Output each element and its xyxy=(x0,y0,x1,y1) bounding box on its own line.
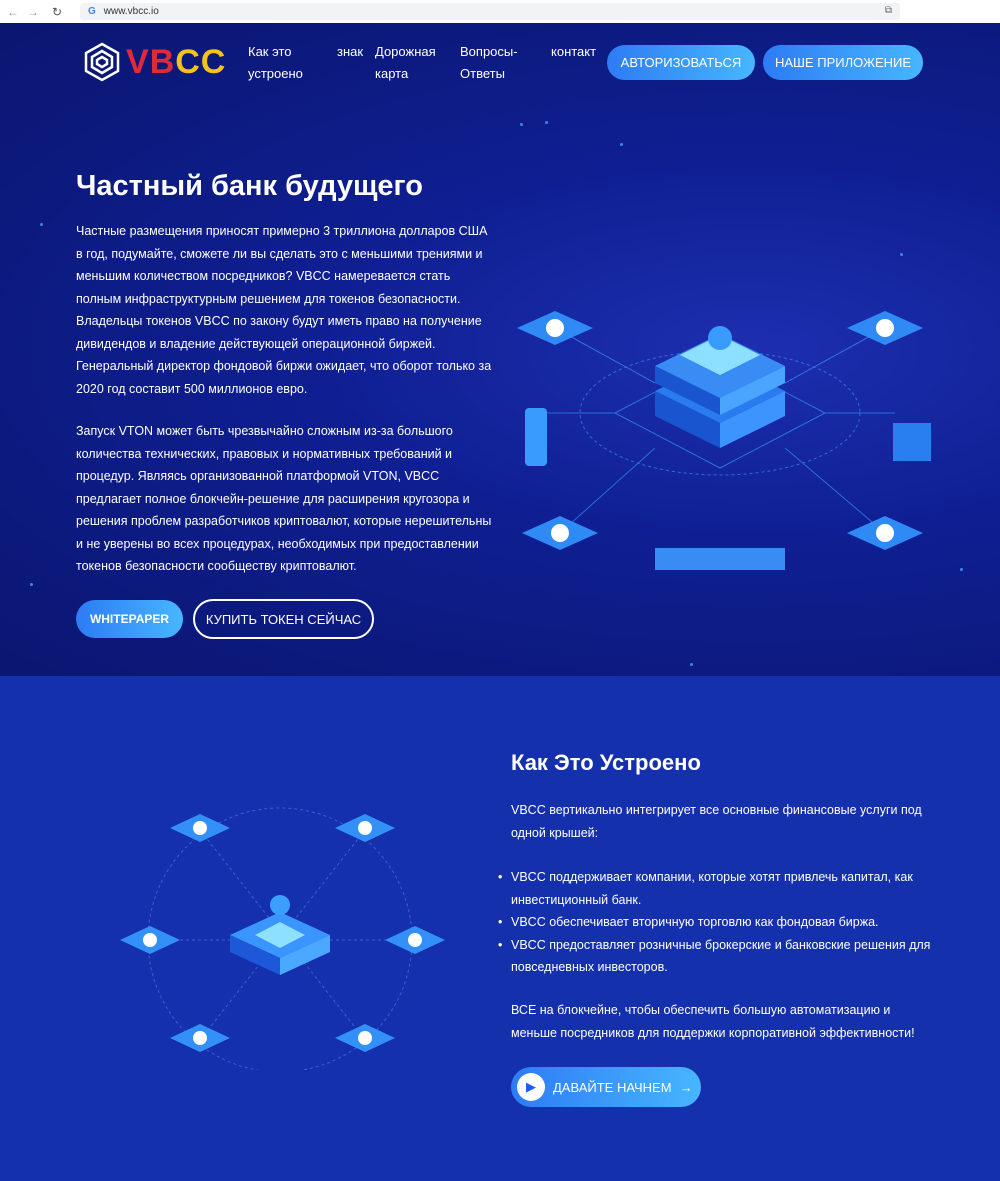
logo-letter-v: V xyxy=(126,42,150,81)
blockchain-server-illustration xyxy=(517,311,931,570)
bitcoin-tile-icon xyxy=(120,926,180,954)
how-it-works-title: Как Это Устроено xyxy=(511,750,701,775)
hero-paragraph-1: Частные размещения приносят примерно 3 т… xyxy=(76,224,492,396)
network-diagram-illustration xyxy=(120,807,445,1070)
nav-label: Как это xyxy=(248,44,292,59)
login-button[interactable]: АВТОРИЗОВАТЬСЯ xyxy=(607,45,755,80)
hero-paragraph-2: Запуск VTON может быть чрезвычайно сложн… xyxy=(76,424,492,573)
translate-icon[interactable]: ⧉ xyxy=(884,5,892,16)
bullet-item: VBCC предоставляет розничные брокерские … xyxy=(498,934,931,979)
nav-label: знак xyxy=(337,44,364,59)
dash-tile-icon xyxy=(335,814,395,842)
hero-title: Частный банк будущего xyxy=(76,170,423,202)
how-outro: ВСЕ на блокчейне, чтобы обеспечить больш… xyxy=(511,1003,915,1040)
drop-tile-icon xyxy=(335,1024,395,1052)
ethereum-tile-icon xyxy=(847,516,923,550)
logo-hexagon-icon xyxy=(84,42,120,82)
nav-label: карта xyxy=(375,66,409,81)
dash-coin-tile-icon xyxy=(847,311,923,345)
forward-icon[interactable]: → xyxy=(27,4,39,19)
get-started-button[interactable]: ▶ ДАВАЙТЕ НАЧНЕМ → xyxy=(511,1067,701,1107)
back-icon[interactable]: ← xyxy=(7,4,19,19)
bullet-item: VBCC поддерживает компании, которые хотя… xyxy=(498,866,931,911)
url-text: www.vbcc.io xyxy=(103,6,159,17)
google-icon: G xyxy=(88,6,96,17)
central-platform-icon xyxy=(230,895,330,975)
mining-rig-icon xyxy=(655,548,785,570)
server-stack-icon xyxy=(655,326,785,448)
dollar-tile-icon xyxy=(170,814,230,842)
logo[interactable]: VBCC xyxy=(84,42,226,82)
nav-label: Ответы xyxy=(460,66,505,81)
safe-box-icon xyxy=(893,423,931,461)
nav-label: контакт xyxy=(551,44,597,59)
nav-label: устроено xyxy=(248,66,303,81)
play-icon: ▶ xyxy=(517,1073,545,1101)
buy-token-button[interactable]: КУПИТЬ ТОКЕН СЕЙЧАС xyxy=(193,599,374,639)
nav-token[interactable]: знак xyxy=(337,41,363,63)
logo-letters-cc: CC xyxy=(175,42,227,81)
bitcoin-tile-icon xyxy=(522,516,598,550)
nav-roadmap[interactable]: Дорожная карта xyxy=(375,41,436,85)
whitepaper-button[interactable]: WHITEPAPER xyxy=(76,600,183,638)
arrow-right-icon: → xyxy=(679,1079,693,1095)
app-button[interactable]: НАШЕ ПРИЛОЖЕНИЕ xyxy=(763,45,923,80)
nav-label: Вопросы- xyxy=(460,44,518,59)
nav-how-it-works[interactable]: Как это устроено xyxy=(248,41,303,85)
how-bullet-list: VBCC поддерживает компании, которые хотя… xyxy=(498,866,931,979)
how-intro: VBCC вертикально интегрирует все основны… xyxy=(511,803,922,840)
nav-label: Дорожная xyxy=(375,44,436,59)
logo-letter-b: B xyxy=(149,42,176,81)
reload-icon[interactable]: ↻ xyxy=(51,4,63,19)
bullet-item: VBCC обеспечивает вторичную торговлю как… xyxy=(498,911,931,934)
ripple-tile-icon xyxy=(170,1024,230,1052)
nav-faq[interactable]: Вопросы- Ответы xyxy=(460,41,518,85)
get-started-label: ДАВАЙТЕ НАЧНЕМ xyxy=(553,1079,672,1095)
dollar-coin-tile-icon xyxy=(517,311,593,345)
phone-icon xyxy=(525,408,547,466)
nav-contact[interactable]: контакт xyxy=(551,41,596,63)
ethereum-tile-icon xyxy=(385,926,445,954)
